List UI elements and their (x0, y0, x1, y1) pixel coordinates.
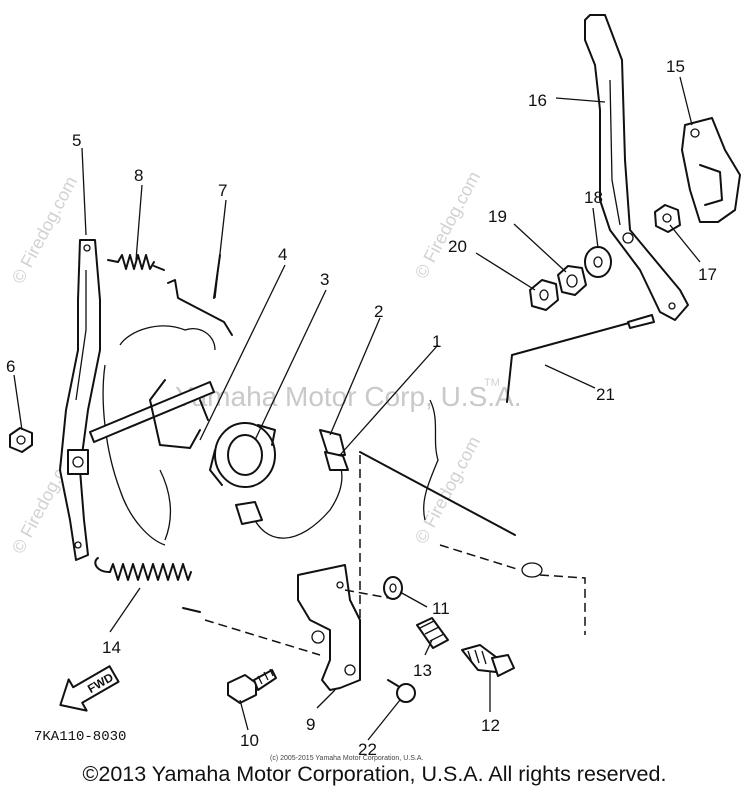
rod-part-21 (506, 314, 655, 403)
part-label-1: 1 (432, 332, 441, 351)
spring-part-8 (107, 254, 165, 271)
drawing-code: 7KA110-8030 (34, 729, 126, 745)
throttle-lever-part-5 (59, 239, 101, 561)
leader-lines (13, 76, 701, 741)
part-label-13: 13 (413, 661, 432, 680)
part-label-20: 20 (448, 237, 467, 256)
part-label-15: 15 (666, 57, 685, 76)
nut-part-20 (529, 279, 559, 311)
forward-direction-arrow: FWD (59, 665, 120, 712)
part-label-17: 17 (698, 265, 717, 284)
remote-lever-part-16 (584, 14, 689, 321)
part-label-14: 14 (102, 638, 121, 657)
part-label-9: 9 (306, 715, 315, 734)
watermark-firedog-mid: © Firedog.com (411, 168, 484, 282)
link-rod-part-7 (167, 254, 233, 336)
screw-part-22 (387, 679, 416, 703)
part-label-22: 22 (358, 740, 377, 759)
part-label-2: 2 (374, 302, 383, 321)
part-label-8: 8 (134, 166, 143, 185)
return-spring-part-14 (94, 557, 321, 656)
part-label-10: 10 (240, 731, 259, 750)
part-label-4: 4 (278, 245, 287, 264)
fine-print-copyright: (c) 2005-2015 Yamaha Motor Corporation, … (270, 755, 423, 762)
watermark-center-text: Yamaha Motor Corp, U.S.A. (175, 381, 522, 412)
part-label-11: 11 (432, 599, 450, 618)
collar-part-19 (557, 265, 587, 296)
part-label-21: 21 (596, 385, 615, 404)
nut-part-6 (9, 427, 33, 453)
part-label-7: 7 (218, 181, 227, 200)
nut-part-17 (654, 204, 681, 233)
governor-rod-part-4 (89, 379, 215, 449)
part-label-3: 3 (320, 270, 329, 289)
part-number-labels: 1 2 3 4 5 6 7 8 9 10 11 12 13 14 15 16 1… (6, 57, 717, 759)
watermark-tm: TM (484, 377, 500, 389)
spring-part-13 (416, 617, 449, 649)
part-label-5: 5 (72, 131, 81, 150)
part-label-19: 19 (488, 207, 507, 226)
part-label-12: 12 (481, 716, 500, 735)
bolt-part-10 (227, 668, 277, 704)
washer-part-18 (584, 246, 612, 278)
bracket-part-15 (681, 117, 741, 223)
footer-copyright: ©2013 Yamaha Motor Corporation, U.S.A. A… (82, 762, 667, 786)
part-label-18: 18 (584, 188, 603, 207)
bolt-part-12 (461, 644, 515, 677)
watermark-firedog-lower: © Firedog.com (411, 433, 484, 547)
part-label-16: 16 (528, 91, 547, 110)
part-label-6: 6 (6, 357, 15, 376)
engine-housing-outline (102, 325, 586, 640)
cable-part-2 (235, 429, 346, 539)
watermark-firedog-left: © Firedog.com (8, 173, 81, 287)
bushing-part-3 (209, 422, 276, 488)
washer-part-11 (383, 576, 403, 600)
clip-part-1 (324, 451, 349, 471)
